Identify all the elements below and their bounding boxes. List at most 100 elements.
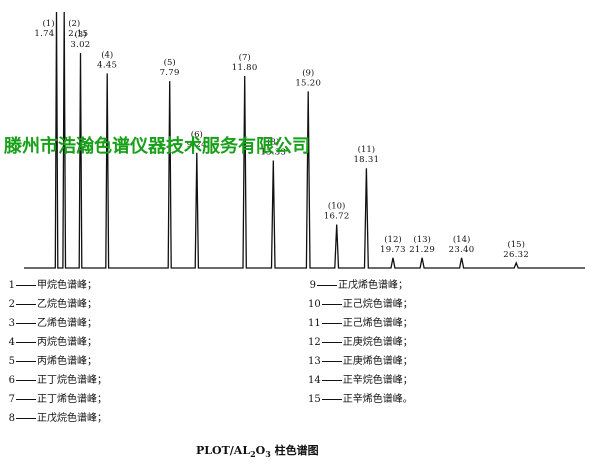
legend-number: 13 bbox=[308, 356, 321, 367]
legend-dash bbox=[16, 342, 36, 343]
peak-retention-time-label: 18.31 bbox=[353, 155, 379, 165]
legend-dash bbox=[16, 418, 36, 419]
peak-retention-time-label: 2.15 bbox=[68, 29, 88, 39]
peak-retention-time-label: 1.74 bbox=[34, 29, 54, 39]
legend-dash bbox=[16, 323, 36, 324]
legend-label: 甲烷色谱峰； bbox=[37, 280, 97, 291]
legend-dash bbox=[321, 323, 342, 324]
legend-label: 正丁烯色谱峰； bbox=[37, 394, 107, 405]
legend-label: 乙烯色谱峰； bbox=[37, 318, 97, 329]
peak-retention-time-label: 9.24 bbox=[187, 140, 207, 150]
peak-retention-time-label: 13.33 bbox=[260, 147, 286, 157]
legend-item: 6 正丁烷色谱峰； bbox=[7, 371, 107, 390]
legend-label: 丙烷色谱峰； bbox=[37, 337, 97, 348]
legend-number: 6 bbox=[8, 375, 15, 386]
legend-number: 2 bbox=[8, 299, 15, 310]
legend-item: 13 正庚烯色谱峰； bbox=[308, 352, 413, 371]
legend-item: 10 正己烷色谱峰； bbox=[308, 295, 413, 314]
legend-dash bbox=[16, 285, 36, 286]
peak-number-label: (12) bbox=[384, 234, 401, 245]
legend-label: 正丁烷色谱峰； bbox=[37, 375, 107, 386]
peak-number-label: (6) bbox=[191, 129, 203, 140]
legend-label: 正己烯色谱峰； bbox=[342, 318, 413, 329]
legend-dash bbox=[16, 399, 36, 400]
legend-label: 正己烷色谱峰； bbox=[342, 299, 413, 310]
caption-subscript: 3 bbox=[265, 449, 271, 460]
peak-number-label: (5) bbox=[164, 57, 176, 68]
peak-retention-time-label: 23.40 bbox=[449, 245, 475, 255]
peak-retention-time-label: 7.79 bbox=[160, 68, 180, 78]
peak-retention-time-label: 26.32 bbox=[503, 250, 529, 260]
legend-number: 3 bbox=[8, 318, 15, 329]
legend-label: 正戊烷色谱峰； bbox=[37, 413, 107, 424]
peak-number-label: (7) bbox=[239, 52, 251, 63]
peak-number-label: (10) bbox=[328, 200, 345, 211]
peak-number-label: (1) bbox=[42, 18, 54, 29]
legend-dash bbox=[321, 342, 342, 343]
legend-number: 15 bbox=[308, 394, 321, 405]
legend-label: 丙烯色谱峰； bbox=[37, 356, 97, 367]
figure-caption: PLOT/AL2O3 柱色谱图 bbox=[196, 442, 319, 459]
legend-number: 10 bbox=[308, 299, 321, 310]
legend-number: 11 bbox=[308, 318, 321, 329]
peak-labels: (1)1.74 (2)2.15(3)3.02 (4)4.45 (5)7.79 (6)9.… bbox=[34, 18, 529, 260]
legend-number: 9 bbox=[309, 280, 316, 291]
legend-item: 11 正己烯色谱峰； bbox=[308, 314, 413, 333]
legend-dash bbox=[317, 285, 337, 286]
legend-item: 8 正戊烷色谱峰； bbox=[7, 409, 107, 428]
legend-number: 1 bbox=[8, 280, 15, 291]
legend-dash bbox=[321, 380, 342, 381]
company-watermark: 滕州市浩瀚色谱仪器技术服务有限公司 bbox=[4, 136, 310, 157]
legend-dash bbox=[16, 304, 36, 305]
legend-item: 2 乙烷色谱峰； bbox=[7, 295, 107, 314]
legend-item: 14 正辛烷色谱峰； bbox=[308, 371, 413, 390]
legend-label: 正庚烷色谱峰； bbox=[342, 337, 413, 348]
legend-item: 1 甲烷色谱峰； bbox=[7, 276, 107, 295]
peak-retention-time-label: 19.73 bbox=[380, 245, 406, 255]
caption-mid: O bbox=[255, 444, 266, 457]
legend-label: 乙烷色谱峰； bbox=[37, 299, 97, 310]
caption-prefix: PLOT/AL bbox=[196, 444, 251, 457]
peak-number-label: (2) bbox=[68, 18, 80, 29]
peak-retention-time-label: 11.80 bbox=[232, 63, 258, 73]
caption-subscript: 2 bbox=[250, 449, 256, 460]
legend-label: 正戊烯色谱峰； bbox=[338, 280, 408, 291]
legend-label: 正庚烯色谱峰； bbox=[342, 356, 413, 367]
legend-number: 14 bbox=[308, 375, 321, 386]
legend-dash bbox=[321, 361, 342, 362]
caption-suffix: 柱色谱图 bbox=[270, 444, 319, 457]
peak-retention-time-label: 16.72 bbox=[324, 211, 350, 221]
peak-number-label: (15) bbox=[507, 239, 524, 250]
legend-number: 7 bbox=[8, 394, 15, 405]
legend-label: 正辛烯色谱峰。 bbox=[342, 394, 413, 405]
legend-item: 12 正庚烷色谱峰； bbox=[308, 333, 413, 352]
peak-number-label: (14) bbox=[453, 234, 470, 245]
legend-item: 4 丙烷色谱峰； bbox=[7, 333, 107, 352]
peak-number-label: (4) bbox=[101, 49, 113, 60]
peak-number-label: (9) bbox=[302, 67, 314, 78]
legend-label: 正辛烷色谱峰； bbox=[342, 375, 413, 386]
legend-dash bbox=[16, 361, 36, 362]
peak-retention-time-label: 4.45 bbox=[97, 60, 117, 70]
legend-number: 4 bbox=[8, 337, 15, 348]
legend-item: 3 乙烯色谱峰； bbox=[7, 314, 107, 333]
peak-retention-time-label: 21.29 bbox=[409, 245, 435, 255]
legend-number: 12 bbox=[308, 337, 321, 348]
legend-item: 7 正丁烯色谱峰； bbox=[7, 390, 107, 409]
chromatogram-trace bbox=[24, 11, 585, 269]
peak-number-label: (3) bbox=[74, 29, 86, 40]
legend-dash bbox=[321, 304, 342, 305]
peak-number-label: (11) bbox=[358, 144, 375, 155]
legend-right: 9 正戊烯色谱峰； 10 正己烷色谱峰； 11 正己烯色谱峰； 12 正庚烷色谱峰； 1… bbox=[308, 276, 413, 409]
peak-retention-time-label: 3.02 bbox=[70, 40, 90, 50]
peak-number-label: (8) bbox=[267, 136, 279, 147]
chromatogram: (1)1.74 (2)2.15(3)3.02 (4)4.45 (5)7.79 (6)9.… bbox=[24, 11, 585, 269]
peak-retention-time-label: 15.20 bbox=[295, 78, 321, 88]
legend-dash bbox=[321, 399, 342, 400]
legend-number: 5 bbox=[8, 356, 15, 367]
legend-item: 15 正辛烯色谱峰。 bbox=[308, 390, 413, 409]
legend-number: 8 bbox=[8, 413, 15, 424]
legend-item: 5 丙烯色谱峰； bbox=[7, 352, 107, 371]
legend-item: 9 正戊烯色谱峰； bbox=[308, 276, 413, 295]
